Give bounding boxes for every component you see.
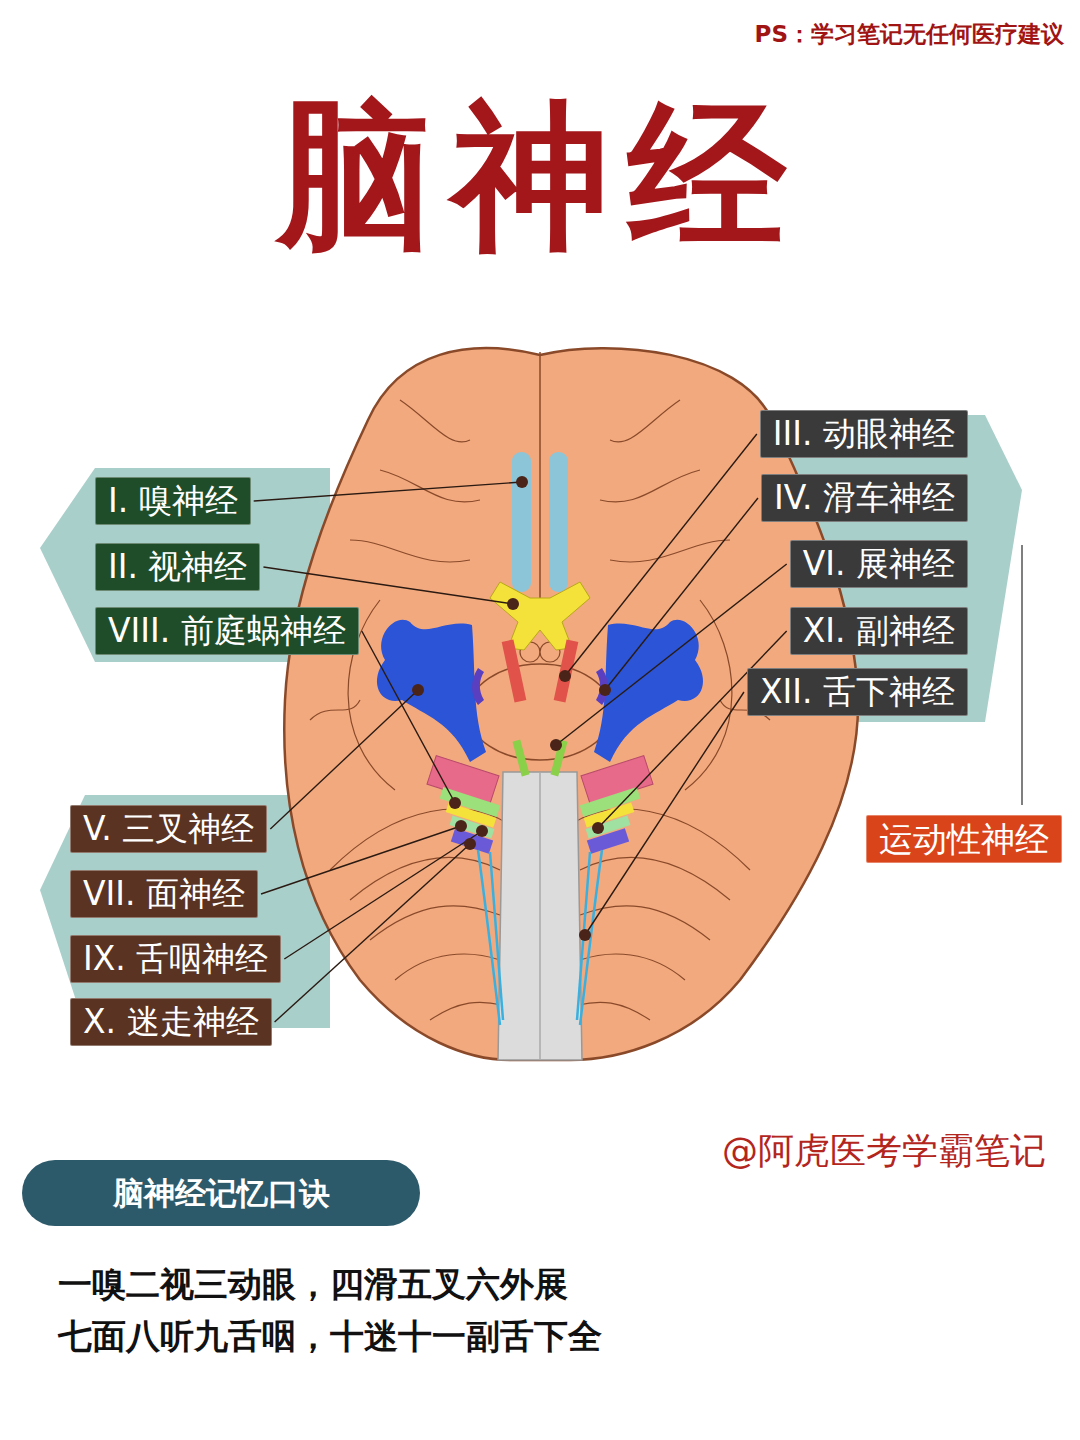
- category-box: 运动性神经: [866, 815, 1062, 863]
- leader-dot: [507, 598, 519, 610]
- bracket-line: [1021, 545, 1023, 805]
- nerve-label-box: VIII. 前庭蜗神经: [95, 607, 359, 655]
- leader-dot: [559, 670, 571, 682]
- nerve-label-text: IV. 滑车神经: [774, 477, 955, 519]
- leader-line: [585, 692, 744, 935]
- leader-line: [275, 844, 470, 1022]
- cord-midline: [539, 772, 541, 1060]
- leader-dot: [550, 739, 562, 751]
- pons: [468, 664, 612, 760]
- leader-line: [556, 564, 787, 745]
- nerve-label-box: XII. 舌下神经: [747, 668, 968, 716]
- leader-line: [263, 567, 513, 604]
- abducens-nerve: [550, 740, 567, 777]
- leader-line: [605, 498, 758, 690]
- page-title: 脑神经: [0, 90, 1080, 264]
- nerve-label-text: XI. 副神经: [803, 610, 955, 652]
- mnemonic-line: 一嗅二视三动眼，四滑五叉六外展: [58, 1262, 568, 1306]
- nerve-label-text: X. 迷走神经: [83, 1001, 259, 1043]
- olfactory-tract: [549, 452, 568, 592]
- spinal-cord: [498, 772, 582, 1060]
- trigeminal-nerve: [377, 620, 703, 762]
- nerve-label-box: XI. 副神经: [790, 607, 968, 655]
- leader-dot: [476, 825, 488, 837]
- oculomotor-nerve: [554, 639, 579, 702]
- leader-line: [270, 690, 418, 829]
- nerve-label-box: IV. 滑车神经: [761, 474, 968, 522]
- disclaimer-note: PS：学习笔记无任何医疗建议: [755, 20, 1064, 50]
- leader-line: [565, 434, 757, 676]
- nerve-label-text: VII. 面神经: [83, 873, 245, 915]
- nerve-label-text: 运动性神经: [879, 818, 1049, 860]
- leader-line: [284, 831, 482, 959]
- trochlear-nerve: [472, 668, 484, 705]
- leader-dot: [455, 820, 467, 832]
- longitudinal-fissure: [539, 352, 541, 600]
- nerve-label-text: III. 动眼神经: [773, 413, 955, 455]
- leader-dot: [579, 929, 591, 941]
- nerve-label-text: VIII. 前庭蜗神经: [108, 610, 346, 652]
- nerve-label-text: VI. 展神经: [803, 543, 955, 585]
- leader-dot: [592, 822, 604, 834]
- group-panel: [40, 795, 330, 1028]
- nerve-label-text: 脑神经记忆口诀: [66, 1172, 376, 1214]
- olfactory-tract: [512, 452, 531, 592]
- leader-dot: [599, 684, 611, 696]
- leader-line: [598, 631, 787, 828]
- nerve-label-box: I. 嗅神经: [95, 477, 251, 525]
- nerve-label-box: III. 动眼神经: [760, 410, 968, 458]
- leader-dot: [449, 797, 461, 809]
- optic-chiasm: [490, 582, 590, 650]
- accessory-rootlets: [478, 850, 602, 1025]
- leader-line: [362, 631, 455, 803]
- nerve-label-text: II. 视神经: [108, 546, 247, 588]
- nerve-label-text: XII. 舌下神经: [760, 671, 955, 713]
- nerve-label-box: IX. 舌咽神经: [70, 935, 281, 983]
- nerve-label-box: X. 迷走神经: [70, 998, 272, 1046]
- nerve-cluster: [580, 756, 653, 854]
- leader-line: [254, 482, 522, 501]
- nerve-label-box: II. 视神经: [95, 543, 260, 591]
- nerve-label-text: I. 嗅神经: [108, 480, 238, 522]
- mnemonic-line: 七面八听九舌咽，十迷十一副舌下全: [58, 1314, 602, 1358]
- mnemonic-heading-pill: 脑神经记忆口诀: [22, 1160, 420, 1226]
- nerve-label-box: VI. 展神经: [790, 540, 968, 588]
- leader-dot: [464, 838, 476, 850]
- abducens-nerve: [512, 740, 529, 777]
- nerve-label-text: V. 三叉神经: [83, 808, 254, 850]
- nerve-label-box: V. 三叉神经: [70, 805, 267, 853]
- leader-dot: [412, 684, 424, 696]
- nerve-label-text: IX. 舌咽神经: [83, 938, 268, 980]
- leader-line: [261, 826, 461, 894]
- nerve-label-box: VII. 面神经: [70, 870, 258, 918]
- leader-dot: [516, 476, 528, 488]
- oculomotor-nerve: [502, 639, 527, 702]
- watermark: @阿虎医考学霸笔记: [722, 1128, 1046, 1175]
